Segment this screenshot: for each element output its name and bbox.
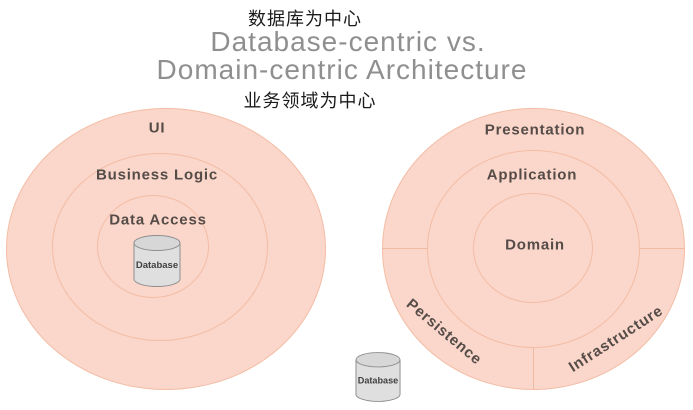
left-segment-divider	[382, 248, 428, 249]
database-cylinder-icon: Database	[133, 235, 181, 287]
annotation-domain-centric-cn: 业务领域为中心	[243, 91, 377, 111]
external-database-cylinder-label: Database	[358, 376, 398, 386]
external-database-cylinder-icon: Database	[355, 352, 401, 402]
ui-layer-label: UI	[148, 119, 166, 137]
database-cylinder-label: Database	[136, 260, 178, 271]
domain-layer-label: Domain	[505, 236, 565, 254]
right-segment-divider	[639, 248, 685, 249]
bottom-segment-divider	[533, 348, 534, 389]
title-line-2: Domain-centric Architecture	[156, 54, 528, 85]
business-logic-layer-label: Business Logic	[95, 166, 219, 184]
domain-ring	[473, 193, 593, 303]
data-access-layer-label: Data Access	[109, 211, 207, 229]
application-layer-label: Application	[486, 166, 578, 184]
title-line-1: Database-centric vs.	[210, 26, 486, 57]
annotation-database-centric-cn: 数据库为中心	[248, 9, 362, 29]
business-logic-ring	[52, 153, 268, 341]
presentation-layer-label: Presentation	[484, 121, 586, 139]
